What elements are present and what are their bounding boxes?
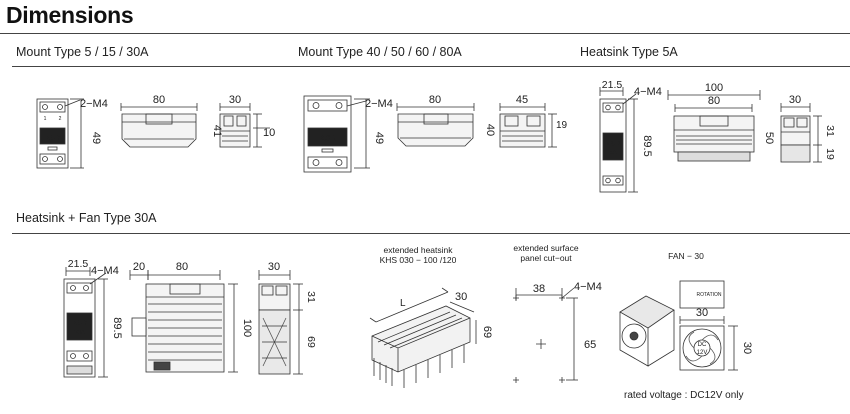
heatsink-5a-outer-label: 100 — [705, 82, 723, 94]
fan-30a-left-label: 20 — [133, 261, 145, 273]
heatsink-5a-inner-label: 80 — [708, 95, 720, 107]
heatsink-5a-side-view — [780, 103, 822, 163]
ext-heatsink-title-2: KHS 030 − 100 /120 — [380, 255, 457, 265]
cutout-width-label: 38 — [533, 283, 545, 295]
mount-40-side-base-label: 19 — [556, 120, 568, 131]
heatsink-5a-height-label: 89.5 — [641, 135, 653, 156]
section-title-heatsink-5a: Heatsink Type 5A — [580, 45, 678, 59]
fan-30a-top-view — [129, 270, 238, 373]
heatsink-5a-side-b-label: 19 — [824, 148, 836, 160]
cutout-title-2: panel cut−out — [520, 253, 572, 263]
section-title-heatsink-fan-30a: Heatsink + Fan Type 30A — [16, 211, 157, 225]
mount-5-brand: KSR — [45, 135, 60, 142]
mount-40-width-label: 80 — [429, 94, 441, 106]
fan-label: ROTATION — [696, 292, 721, 298]
ext-heatsink-drawing — [369, 287, 477, 388]
mount-5-width-label: 80 — [153, 94, 165, 106]
mount-5-pin1: 1 — [44, 116, 47, 122]
mount-40-side-width-label: 45 — [516, 94, 528, 106]
mount-5-side-width-label: 30 — [229, 94, 241, 106]
heatsink-5a-side-width-label: 30 — [789, 94, 801, 106]
cutout-height-label: 65 — [584, 339, 596, 351]
mount-5-side-height-label: 41 — [211, 125, 223, 137]
fan-30a-screw-label: 4−M4 — [91, 265, 119, 277]
fan-30a-side-a-label: 31 — [305, 291, 317, 303]
mount-40-height-dim — [346, 98, 370, 169]
fan-30a-side-b-label: 69 — [305, 336, 317, 348]
heatsink-5a-rating: 5A — [609, 150, 616, 156]
fan-title: FAN − 30 — [668, 251, 704, 261]
section-divider-bottom — [12, 233, 850, 234]
fan-note: rated voltage : DC12V only — [624, 390, 744, 401]
heatsink-5a-side-a-label: 31 — [824, 125, 836, 137]
heatsink-5a-screw-label: 4−M4 — [634, 86, 662, 98]
mount-5-height-label: 49 — [90, 132, 102, 144]
fan-30a-side-width-label: 30 — [268, 261, 280, 273]
heatsink-5a-mid-label: 50 — [763, 132, 775, 144]
mount-5-front-view — [36, 98, 69, 169]
mount-5-side-view — [219, 103, 270, 148]
ext-heatsink-w-label: 30 — [455, 291, 467, 303]
fan-30a-rating: 30A — [74, 330, 85, 336]
fan-30a-mid-label: 100 — [241, 319, 253, 337]
mount-5-height-dim — [64, 98, 84, 169]
mount-40-depth-label: 40 — [484, 124, 496, 136]
mount-40-screw-label: 2−M4 — [365, 98, 393, 110]
cutout-screw-label: 4−M4 — [574, 281, 602, 293]
fan-width-label: 30 — [696, 307, 708, 319]
mount-5-side-base-label: 10 — [263, 127, 275, 139]
section-title-mount-40-80: Mount Type 40 / 50 / 60 / 80A — [298, 45, 462, 59]
ext-heatsink-L-label: L — [400, 298, 406, 309]
mount-40-side-view — [499, 103, 557, 148]
mount-40-top-view — [396, 103, 475, 147]
fan-30a-height-label: 89.5 — [111, 317, 123, 338]
fan-dc-label: DC — [698, 342, 707, 348]
ext-heatsink-title-1: extended heatsink — [384, 245, 454, 255]
ext-heatsink-h-label: 69 — [481, 326, 493, 338]
heatsink-5a-top-label: 21.5 — [602, 79, 623, 91]
fan-height-label: 30 — [741, 342, 753, 354]
heatsink-5a-brand: KSR — [606, 141, 621, 148]
mount-40-front-view — [303, 95, 352, 173]
mount-5-top-view — [120, 103, 198, 148]
section-divider-top — [12, 66, 850, 67]
section-title-mount-5-15-30: Mount Type 5 / 15 / 30A — [16, 45, 149, 59]
cutout-drawing — [513, 287, 578, 383]
fan-drawing — [619, 280, 738, 371]
mount-40-brand: KSR — [319, 134, 336, 143]
fan-30a-width-label: 80 — [176, 261, 188, 273]
fan-30a-top-label: 21.5 — [68, 258, 89, 270]
mount-5-screw-label: 2−M4 — [80, 98, 108, 110]
fan-30a-front-view — [63, 267, 108, 378]
cutout-title-1: extended surface — [513, 243, 578, 253]
heatsink-5a-front-view — [599, 87, 638, 193]
fan-30a-brand: KSR — [72, 320, 87, 327]
mount-5-pin2: 2 — [59, 116, 62, 122]
title-divider — [0, 33, 850, 34]
mount-40-height-label: 49 — [373, 132, 385, 144]
heatsink-5a-top-view — [667, 90, 761, 162]
page-title: Dimensions — [6, 2, 134, 28]
fan-30a-side-view — [258, 270, 303, 375]
fan-volt-label: 12V — [697, 350, 708, 356]
